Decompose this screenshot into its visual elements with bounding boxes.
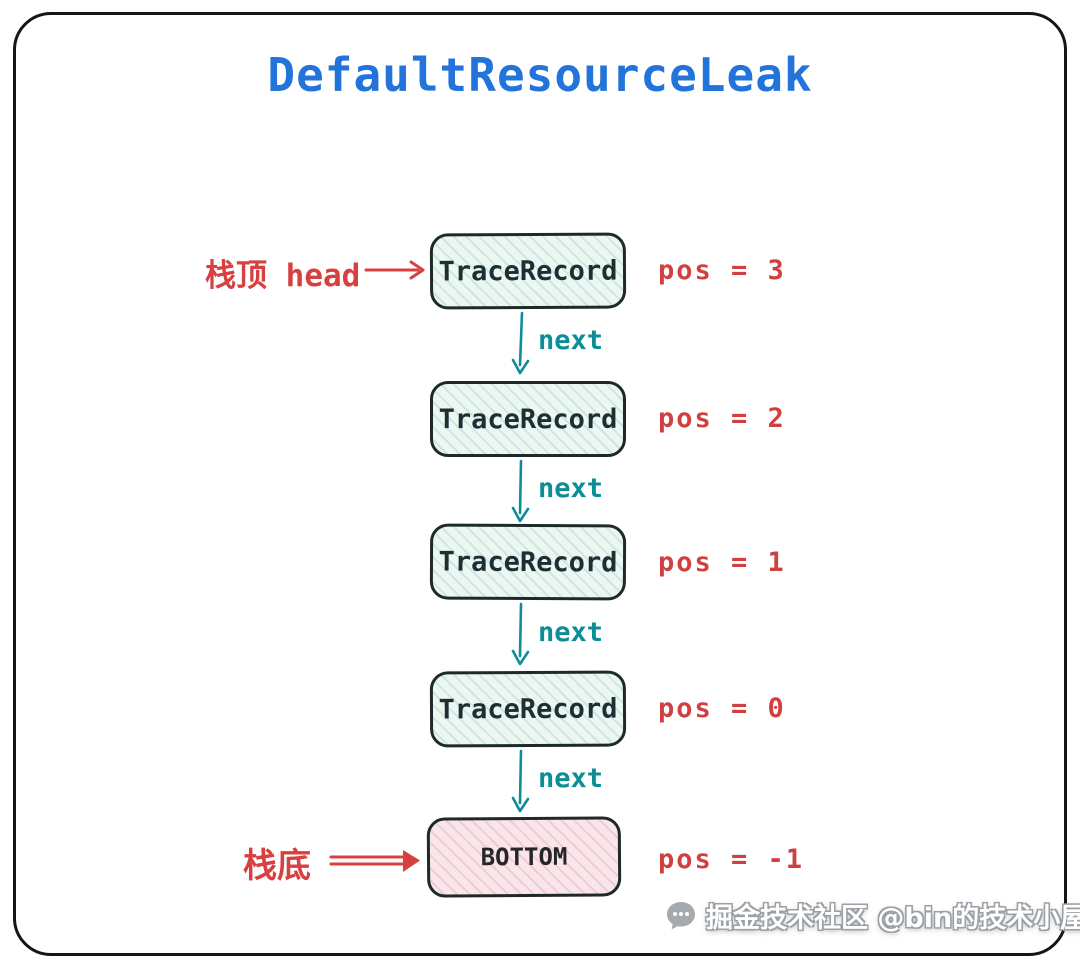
pos-label-0: pos = 3 [658, 255, 786, 286]
bottom-arrow-icon [329, 850, 420, 872]
pos-label-1: pos = 2 [658, 403, 786, 434]
page-title: DefaultResourceLeak [267, 48, 813, 102]
node-label: TraceRecord [438, 255, 618, 287]
next-arrow-1 [511, 459, 530, 523]
node-label: TraceRecord [438, 546, 618, 578]
next-label-1: next [538, 473, 604, 504]
node-tracerecord-3: TraceRecord [429, 670, 627, 748]
bottom-pointer-label: 栈底 [243, 846, 311, 886]
next-label-0: next [538, 325, 604, 356]
node-tracerecord-2: TraceRecord [429, 523, 627, 601]
head-pointer-label: 栈顶 head [205, 258, 361, 294]
next-label-3: next [538, 763, 604, 794]
next-arrow-2 [511, 602, 530, 666]
node-label: TraceRecord [438, 403, 618, 435]
pos-label-2: pos = 1 [658, 547, 786, 578]
node-bottom: BOTTOM [426, 816, 622, 898]
pos-label-4: pos = -1 [658, 844, 805, 875]
border-frame [13, 12, 1067, 956]
head-arrow-icon [364, 260, 425, 280]
watermark-text: 掘金技术社区 @bin的技术小屋 [706, 903, 1080, 934]
next-arrow-3 [511, 749, 530, 813]
chat-bubble-icon [667, 901, 695, 929]
watermark: 掘金技术社区 @bin的技术小屋 [664, 896, 1080, 935]
node-tracerecord-0: TraceRecord [429, 232, 627, 310]
next-label-2: next [538, 617, 604, 648]
node-label: BOTTOM [480, 842, 568, 872]
node-tracerecord-1: TraceRecord [430, 381, 626, 457]
pos-label-3: pos = 0 [658, 693, 786, 724]
next-arrow-0 [511, 311, 530, 375]
node-label: TraceRecord [438, 693, 618, 725]
